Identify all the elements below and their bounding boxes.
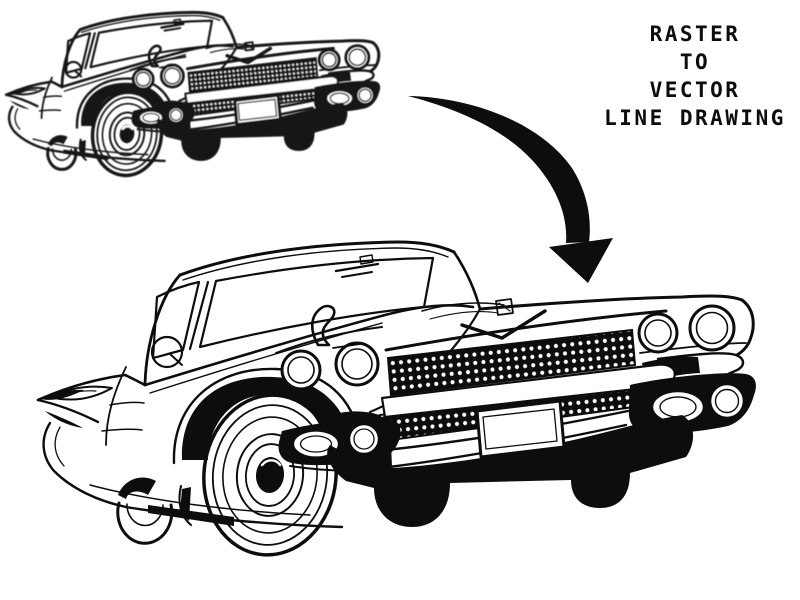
caption: RASTER TO VECTOR LINE DRAWING <box>588 20 800 132</box>
caption-line-vector: VECTOR <box>649 78 741 102</box>
raster-car-sketch-illustration <box>5 11 382 180</box>
caption-line-raster: RASTER <box>649 22 741 46</box>
caption-line-drawing: LINE DRAWING <box>604 106 786 130</box>
caption-line-to: TO <box>679 50 711 74</box>
curved-arrow-icon <box>408 96 613 283</box>
vector-car-line-drawing-illustration <box>36 240 758 564</box>
